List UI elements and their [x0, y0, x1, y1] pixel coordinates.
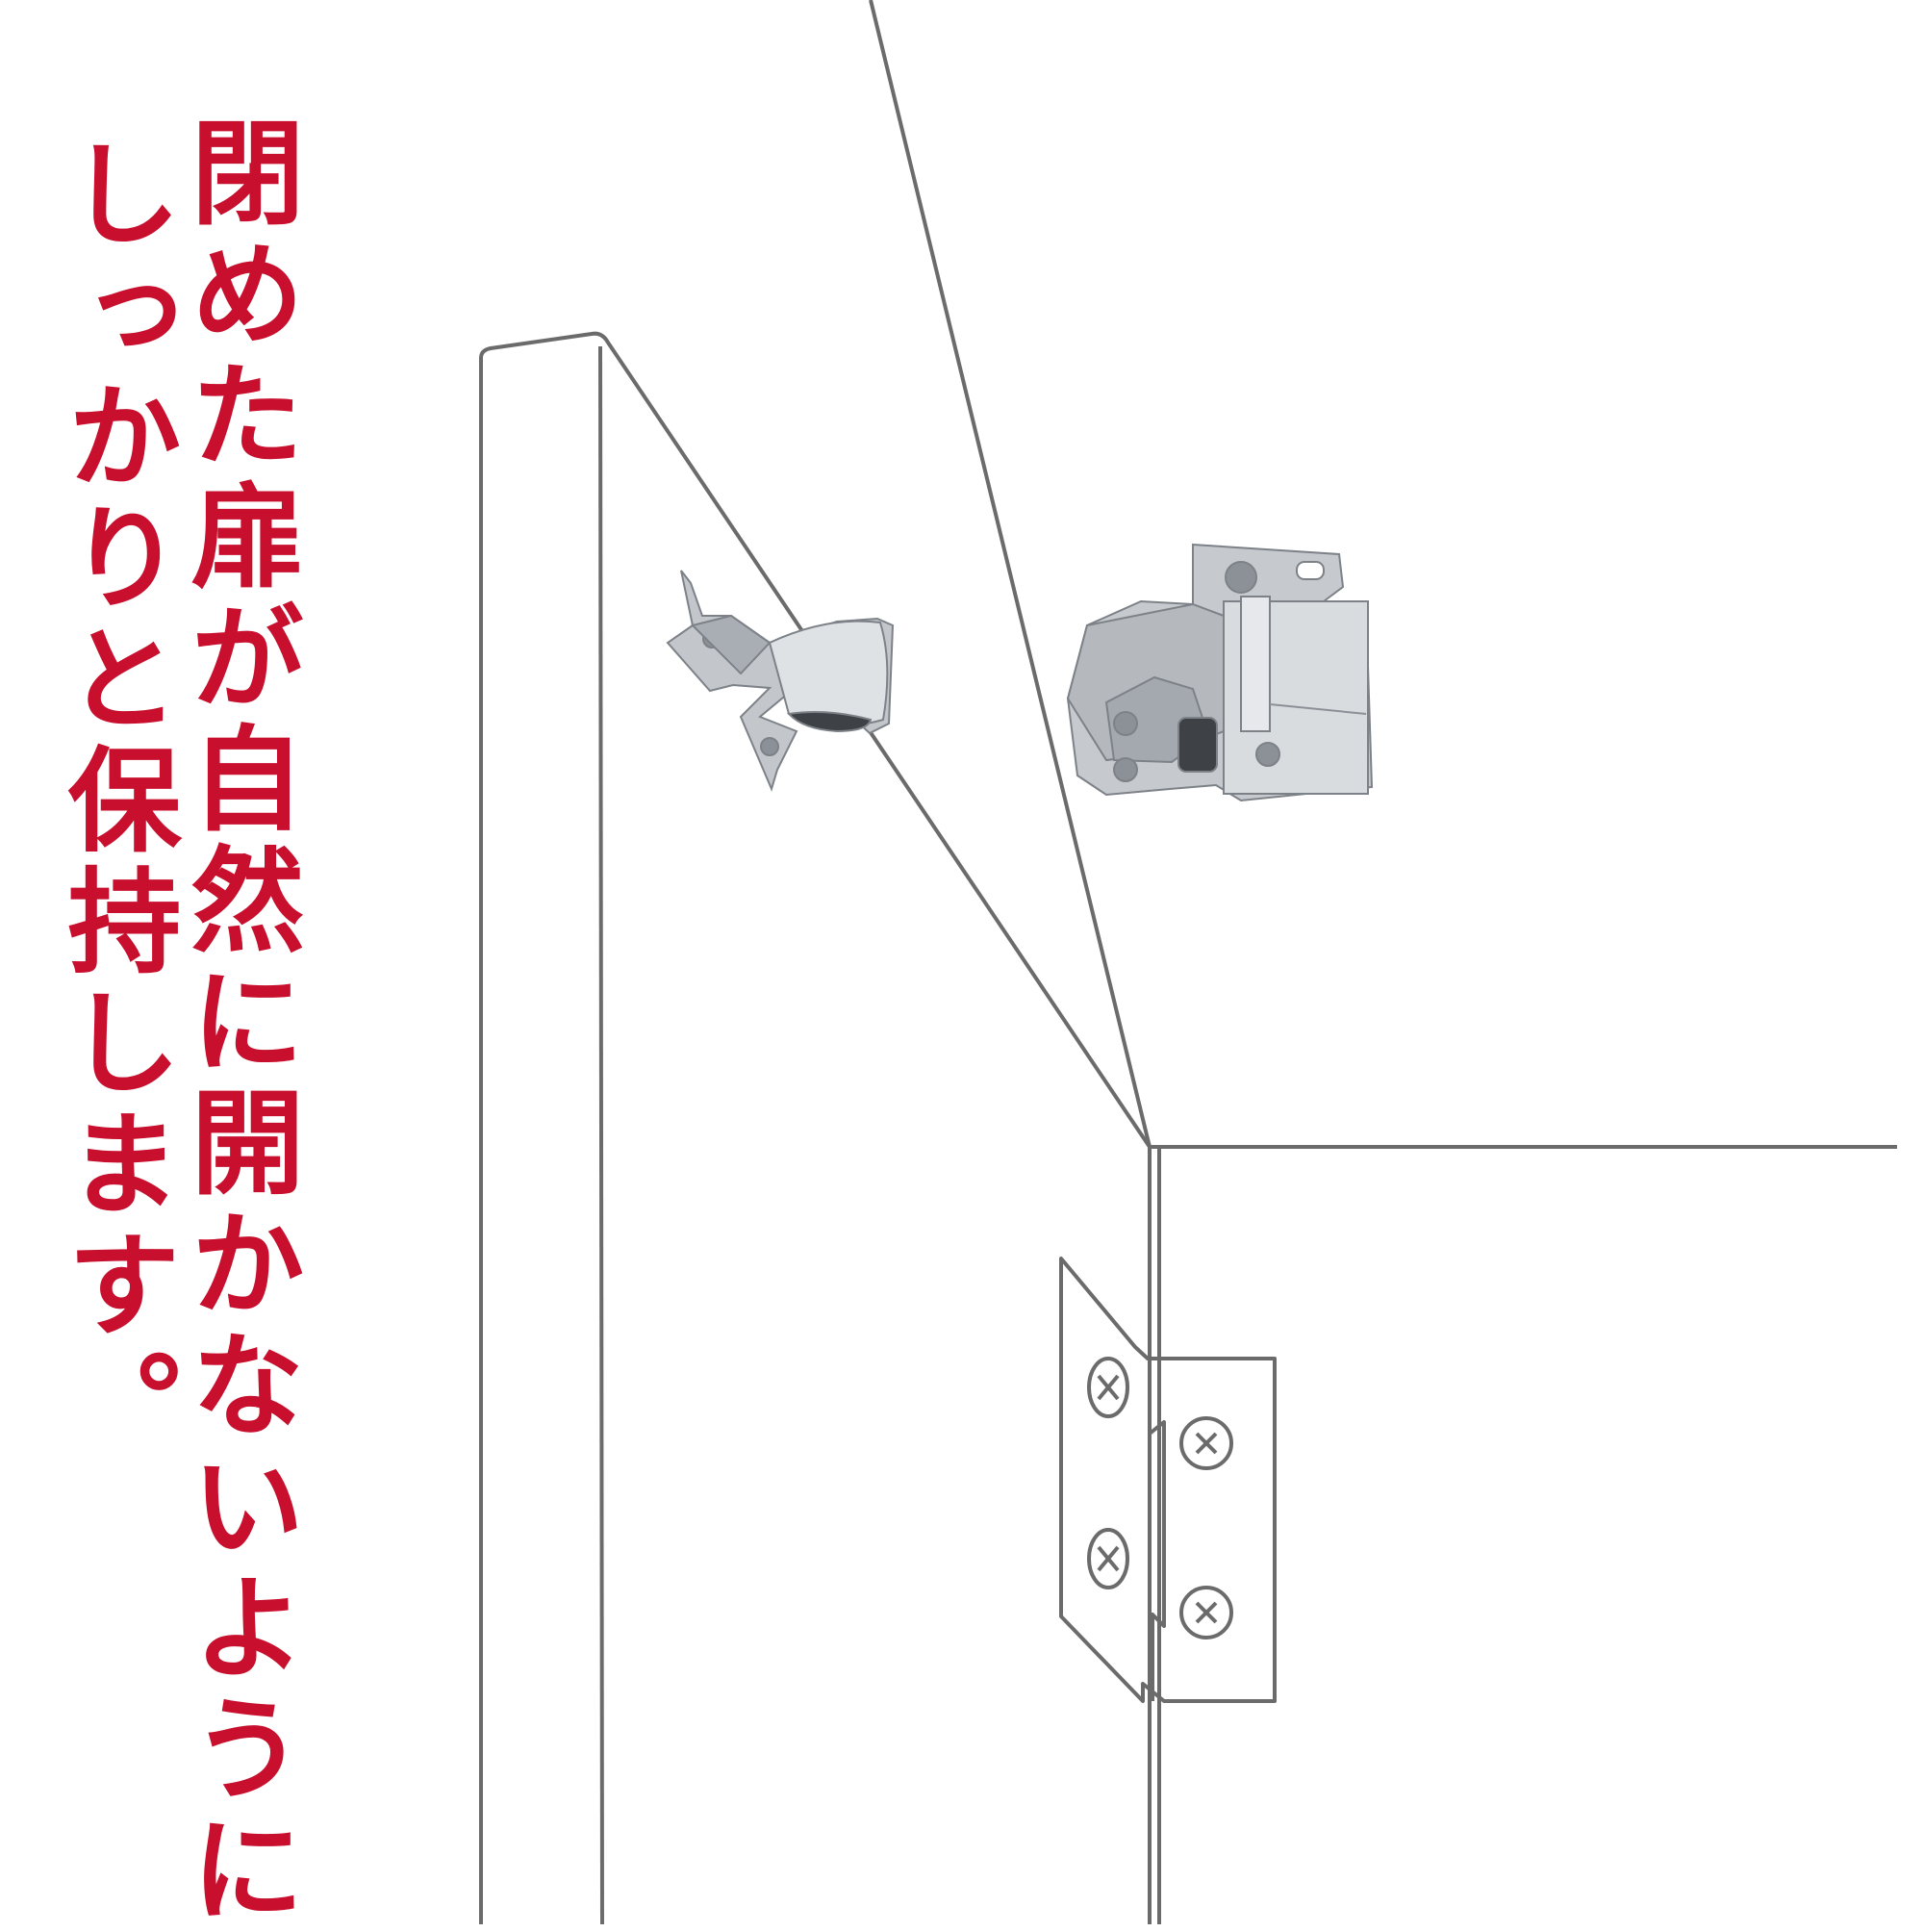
catch-body: [1066, 543, 1374, 802]
door-outline: [479, 331, 1152, 1924]
caption-line-1: 閉めた扉が自然に開かないように: [171, 114, 304, 1932]
screw-icon: [1087, 1528, 1129, 1589]
cabinet-diagonal-edge: [869, 0, 1152, 1148]
mounted-catch-bracket: [1059, 1257, 1277, 1703]
screw-icon: [1179, 1416, 1233, 1470]
screw-icon: [1087, 1357, 1129, 1418]
door-strike-plate: [666, 570, 895, 792]
caption-line-2: しっかりと保持します。: [48, 135, 181, 1468]
door-edge-line: [598, 345, 604, 1925]
screw-icon: [1179, 1586, 1233, 1640]
